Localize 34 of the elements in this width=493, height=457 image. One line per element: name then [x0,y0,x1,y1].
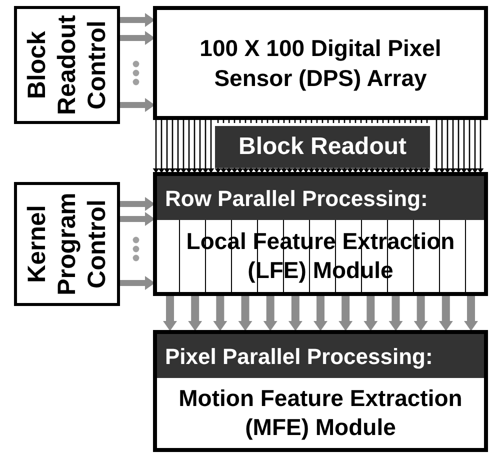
readout-bus-lines [215,167,430,173]
module-label: Motion Feature Extraction (MFE) Module [178,384,464,442]
arrow [120,197,155,211]
arrow [120,31,155,45]
module-box [153,330,488,452]
arrow [438,296,453,331]
arrow [163,296,177,331]
arrow [120,276,155,290]
arrow [238,296,252,331]
arrow [364,296,378,331]
band-label: Block Readout [238,132,407,162]
arrow [213,296,228,331]
arrow [120,212,155,226]
rotated-label: Block Readout Control [22,14,112,117]
header-bar: Pixel Parallel Processing: [157,334,484,378]
box-label: 100 X 100 Digital Pixel Sensor (DPS) Array [198,34,442,93]
arrow [120,98,155,112]
control-box [14,182,120,306]
arrow [120,13,155,27]
arrow [288,296,302,331]
arrow [414,296,428,331]
header-bar: Row Parallel Processing: [157,176,484,220]
control-box [14,6,120,124]
readout-bus-lines [153,119,484,173]
arrow [188,296,202,331]
arrow [464,296,478,331]
arrow [314,296,328,331]
arrow [338,296,353,331]
readout-band [215,126,430,168]
arrow [388,296,403,331]
sensor-array-box [153,6,488,120]
rotated-label: Kernel Program Control [22,192,112,298]
arrow [263,296,278,331]
readout-bus-lines [217,119,428,124]
